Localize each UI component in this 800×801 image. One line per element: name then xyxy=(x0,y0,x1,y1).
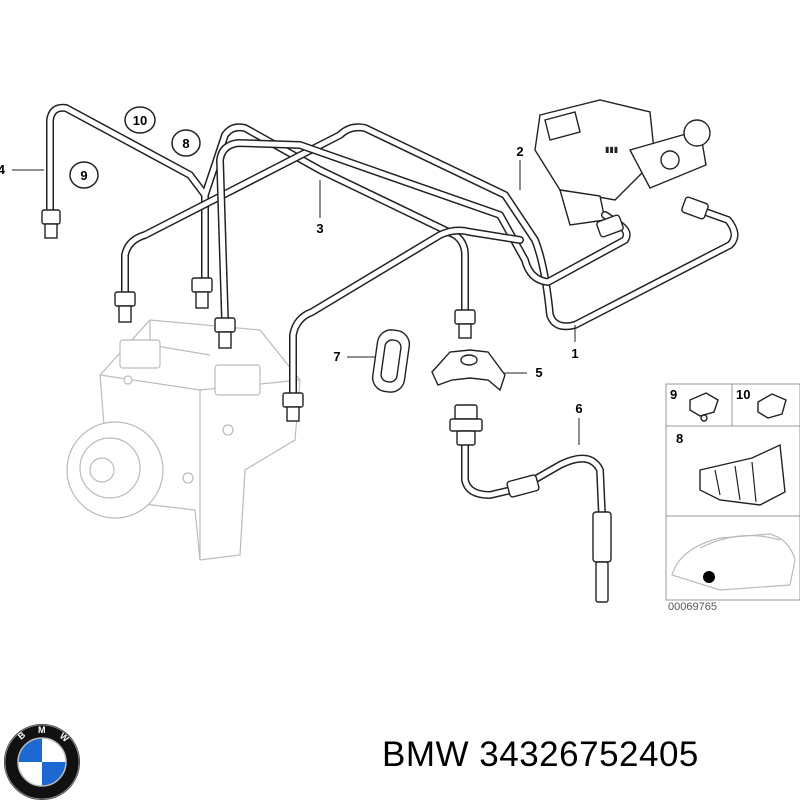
svg-text:3: 3 xyxy=(316,221,323,236)
location-marker-icon xyxy=(703,571,715,583)
brake-line-2 xyxy=(216,139,631,324)
inset-label-9: 9 xyxy=(670,387,677,402)
brand-name: BMW xyxy=(382,735,470,774)
svg-text:10: 10 xyxy=(133,113,147,128)
part-caption: BMW 34326752405 xyxy=(382,735,792,795)
svg-text:M: M xyxy=(38,725,46,735)
drawing-number: 00069765 xyxy=(668,601,717,613)
svg-text:9: 9 xyxy=(80,168,87,183)
callout-2: 2 xyxy=(516,144,524,190)
inset-label-8: 8 xyxy=(676,431,683,446)
parts-inset-panel: 9 10 8 00069765 xyxy=(665,383,800,613)
callout-1: 1 xyxy=(571,325,579,361)
svg-text:B: B xyxy=(16,729,28,741)
circled-callout-10: 10 xyxy=(124,106,156,134)
brake-line-4 xyxy=(289,226,524,404)
svg-text:5: 5 xyxy=(535,365,542,380)
svg-text:6: 6 xyxy=(575,401,582,416)
callout-7: 7 xyxy=(333,349,375,364)
brake-hose-part-6 xyxy=(449,404,612,603)
master-cylinder: ▮▮▮ xyxy=(534,99,711,226)
callout-6: 6 xyxy=(575,401,583,445)
bracket-part-5 xyxy=(431,349,506,392)
brake-line-3 xyxy=(46,103,469,319)
svg-text:2: 2 xyxy=(516,144,523,159)
svg-text:▮▮▮: ▮▮▮ xyxy=(605,145,618,154)
pipe-fittings xyxy=(41,196,709,422)
circled-callout-8: 8 xyxy=(171,129,201,157)
svg-text:8: 8 xyxy=(182,136,189,151)
bmw-logo: B M W xyxy=(4,724,80,800)
brake-line-1 xyxy=(121,123,739,331)
inset-label-10: 10 xyxy=(736,387,750,402)
callout-5: 5 xyxy=(503,365,543,380)
part-number: 34326752405 xyxy=(479,735,699,774)
grommet-part-7 xyxy=(371,329,411,393)
svg-text:4: 4 xyxy=(0,162,6,177)
callout-4: 4 xyxy=(0,162,44,177)
abs-hydraulic-unit xyxy=(66,319,301,561)
circled-callout-9: 9 xyxy=(69,161,99,189)
svg-text:1: 1 xyxy=(571,346,578,361)
callout-3: 3 xyxy=(316,180,324,236)
svg-text:7: 7 xyxy=(333,349,340,364)
